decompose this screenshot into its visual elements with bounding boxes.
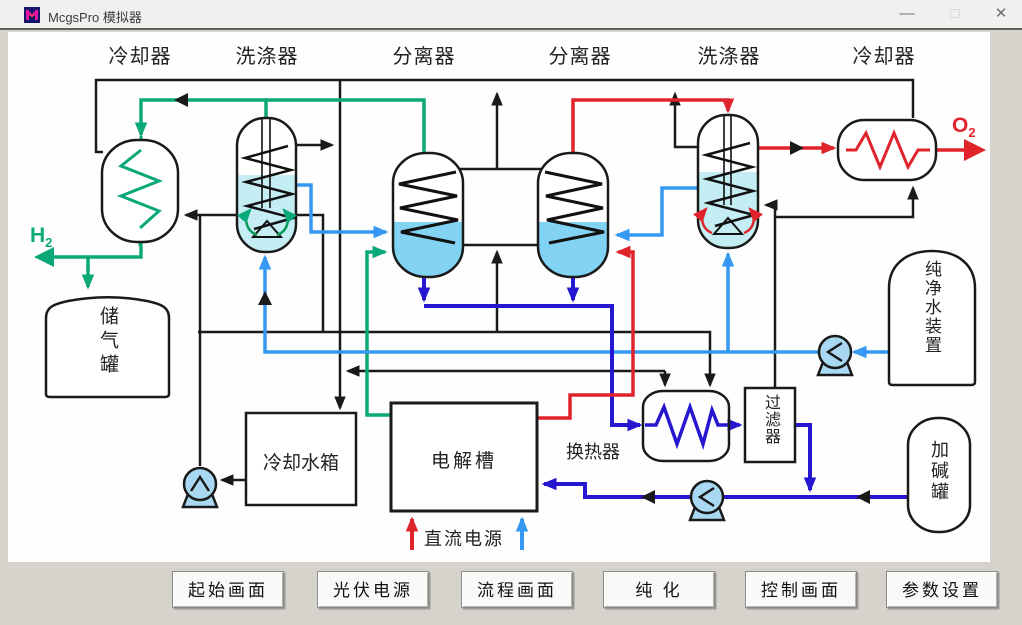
scrubber-dip-pipe [723, 116, 732, 205]
pure-water-unit-vessel [887, 249, 977, 387]
cooler-bottom-feed [775, 185, 919, 219]
nav-button-pv-power[interactable]: 光伏电源 [317, 571, 429, 608]
right-scrubber-vessel [693, 113, 763, 250]
fountain-arrow [693, 207, 713, 235]
dc-power-label: 直流电源 [424, 529, 504, 549]
left-cooler-vessel [100, 138, 180, 244]
heat-exchanger-vessel [641, 389, 731, 463]
title-bar: McgsPro 模拟器 — □ ✕ [0, 0, 1022, 30]
cooling-water-tank-label: 冷却水箱 [262, 453, 339, 474]
right-cooler-vessel [836, 118, 938, 182]
flow-arrowhead [174, 93, 188, 107]
minimize-button[interactable]: — [899, 5, 915, 22]
fountain-arrow [743, 207, 763, 235]
h2-subscript: 2 [45, 235, 53, 251]
maximize-button[interactable]: □ [950, 5, 960, 22]
fountain-arrow [237, 208, 258, 237]
right-separator-vessel [536, 151, 610, 279]
scrubber-sparger [711, 216, 745, 235]
separator-coil [544, 170, 605, 245]
separator-coil [398, 170, 459, 245]
gas-storage-tank-vessel [44, 296, 171, 399]
label-separator-right: 分离器 [548, 46, 612, 68]
gas-storage-tank-label: 储气罐 [97, 306, 118, 378]
o2-subscript: 2 [968, 125, 976, 141]
flow-arrowhead [856, 490, 870, 504]
close-button[interactable]: ✕ [994, 5, 1008, 22]
window-title: McgsPro 模拟器 [48, 10, 142, 25]
nav-button-purification[interactable]: 纯 化 [603, 571, 715, 608]
h2-label: H2 [30, 224, 52, 250]
pump-lye-circulation [688, 479, 726, 522]
pump-pure-water [816, 334, 854, 377]
flow-arrowhead [258, 291, 272, 305]
heat-exchanger-label: 换热器 [566, 442, 620, 462]
cooler-return-pipe [183, 209, 202, 466]
scrubber-sparger [250, 219, 284, 238]
h2-symbol: H [30, 224, 46, 247]
o2-outlet-arrowhead [964, 139, 986, 161]
electrolyzer-box [389, 401, 539, 513]
nav-button-process-screen[interactable]: 流程画面 [461, 571, 573, 608]
separator-to-scrubber-red [571, 98, 735, 152]
left-scrubber-vessel [235, 116, 298, 254]
o2-label: O2 [952, 114, 976, 140]
electrolyzer-label: 电解槽 [430, 451, 497, 472]
label-cooler-right: 冷却器 [852, 46, 916, 68]
alkali-tank-vessel [906, 416, 972, 534]
label-separator-left: 分离器 [392, 46, 456, 68]
label-cooler-left: 冷却器 [108, 46, 172, 68]
filter-box [743, 386, 797, 464]
drain-manifold-pipe [424, 304, 643, 432]
filter-label: 过滤器 [762, 394, 779, 445]
pure-water-unit-label: 纯净水装置 [922, 260, 941, 355]
nav-button-control-screen[interactable]: 控制画面 [745, 571, 857, 608]
scrubber-to-separator-pipe [266, 98, 426, 152]
scrubber-vent-pipe [669, 91, 698, 149]
flow-arrowhead [641, 490, 655, 504]
cooling-water-tank-box [244, 411, 358, 507]
pump-cooling-water [181, 466, 219, 509]
scrubber-coil [701, 141, 759, 228]
nav-button-parameter-settings[interactable]: 参数设置 [886, 571, 998, 608]
alkali-tank-label: 加碱罐 [929, 440, 949, 503]
app-icon [24, 7, 40, 23]
lye-return-pipe [541, 477, 908, 499]
lye-pipes [417, 277, 908, 499]
nav-button-start-screen[interactable]: 起始画面 [172, 571, 284, 608]
left-separator-vessel [391, 151, 465, 279]
lscrubber-to-separator-pipe [296, 183, 389, 239]
electrolyzer-to-separator-red [537, 245, 635, 420]
electrolyzer-to-separator-pipe [365, 245, 392, 417]
heat-exchanger-coil [645, 401, 743, 450]
top-manifold-pipe [94, 78, 915, 154]
rscrubber-to-separator-pipe [614, 186, 698, 242]
h2-outlet-arrowhead [34, 247, 54, 267]
scrubber-to-cooler-pipe [134, 98, 268, 138]
label-scrubber-left: 洗涤器 [235, 46, 299, 68]
cooler-outlet-pipe [54, 242, 143, 259]
filter-outlet-pipe [795, 423, 817, 493]
scrubber-dip-pipe [261, 119, 271, 208]
flow-arrowhead [790, 141, 804, 155]
fountain-arrow [276, 208, 297, 237]
label-scrubber-right: 洗涤器 [697, 46, 761, 68]
o2-symbol: O [952, 114, 969, 137]
